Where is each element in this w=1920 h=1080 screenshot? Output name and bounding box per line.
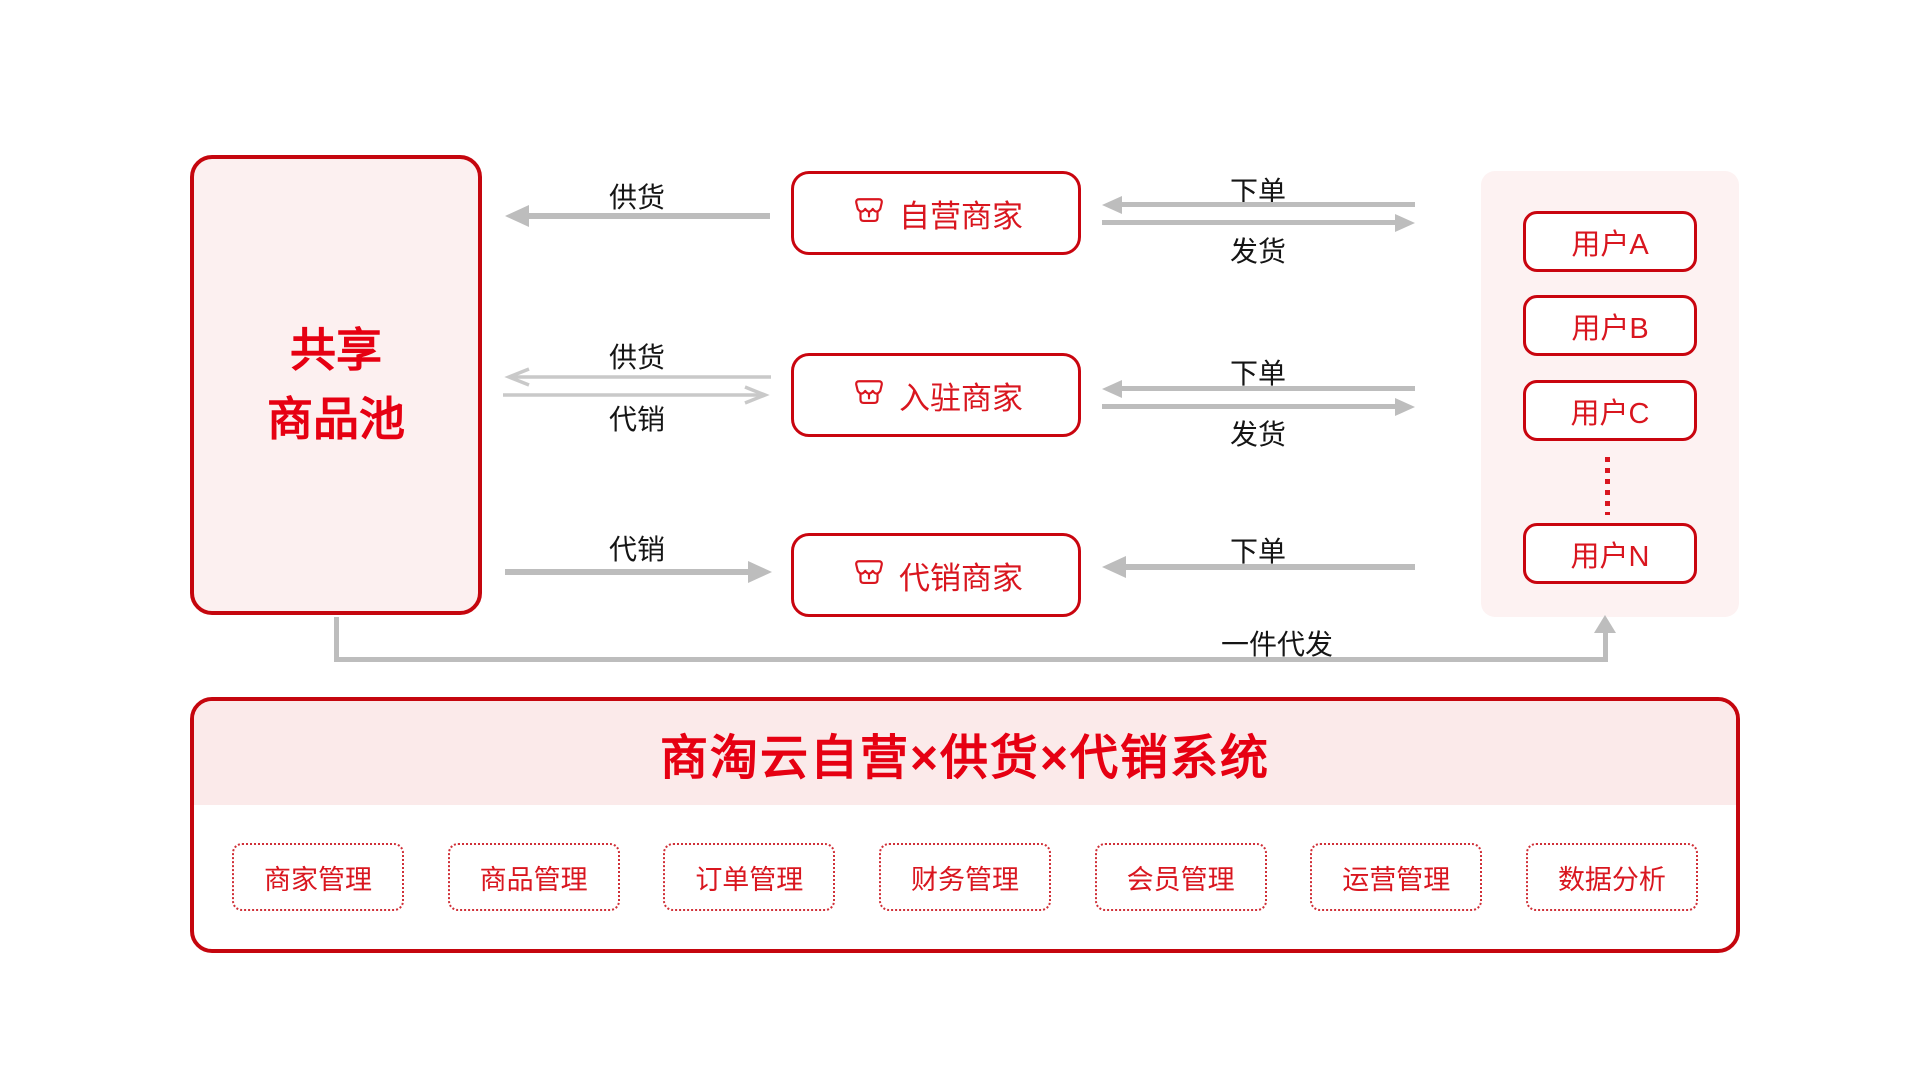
arrow-left-icon <box>1102 556 1126 578</box>
arrow-right-icon <box>1395 397 1415 416</box>
order-label-row2: 下单 <box>1229 358 1287 389</box>
ship-label-row2: 发货 <box>1229 419 1287 450</box>
storefront-icon <box>855 380 883 404</box>
system-header: 商淘云自营×供货×代销系统 <box>194 701 1736 805</box>
order-arrow-row2 <box>1120 386 1415 391</box>
module-label: 运营管理 <box>1342 864 1451 895</box>
order-arrow-row3 <box>1122 564 1415 570</box>
supply-arrow-row1 <box>525 213 770 219</box>
module-box-order-management: 订单管理 <box>663 843 836 911</box>
pool-label-line1: 共享 <box>290 324 382 376</box>
module-box-data-analysis: 数据分析 <box>1525 843 1698 911</box>
supply-label-row2: 供货 <box>608 342 666 373</box>
module-box-product-management: 商品管理 <box>447 843 620 911</box>
module-box-finance-management: 财务管理 <box>878 843 1051 911</box>
system-modules-row: 商家管理 商品管理 订单管理 财务管理 会员管理 运营管理 数据分析 <box>232 805 1698 949</box>
user-label-c: 用户C <box>1570 397 1650 430</box>
module-label: 商品管理 <box>479 864 588 895</box>
order-label-row1: 下单 <box>1229 176 1287 207</box>
supply-label-row1: 供货 <box>608 182 666 213</box>
module-label: 财务管理 <box>910 864 1019 895</box>
arrow-right-icon <box>748 561 772 583</box>
module-label: 数据分析 <box>1557 864 1666 895</box>
ship-arrow-row2 <box>1102 404 1397 409</box>
consign-arrow-row3 <box>505 569 750 575</box>
merchant-label-self-operated: 自营商家 <box>899 198 1023 234</box>
storefront-icon <box>855 198 883 222</box>
storefront-icon <box>855 560 883 584</box>
users-ellipsis-dots <box>1605 457 1610 515</box>
user-label-a: 用户A <box>1571 228 1649 261</box>
arrow-right-icon <box>1395 213 1415 232</box>
order-arrow-row1 <box>1120 202 1415 207</box>
arrow-left-icon <box>1102 379 1122 398</box>
supply-consign-double-arrow <box>503 367 771 405</box>
dropship-label: 一件代发 <box>1220 629 1334 660</box>
ship-arrow-row1 <box>1102 220 1397 225</box>
module-box-member-management: 会员管理 <box>1094 843 1267 911</box>
arrow-left-icon <box>1102 195 1122 214</box>
consign-label-row2: 代销 <box>608 404 666 435</box>
dropship-connector-down <box>334 617 339 662</box>
user-label-n: 用户N <box>1570 540 1650 573</box>
system-box: 商淘云自营×供货×代销系统 商家管理 商品管理 订单管理 财务管理 会员管理 运… <box>190 697 1740 953</box>
pool-label-line2: 商品池 <box>267 393 405 445</box>
merchant-box-consignment: 代销商家 <box>791 533 1081 617</box>
merchant-box-settled: 入驻商家 <box>791 353 1081 437</box>
user-box-b: 用户B <box>1523 295 1697 356</box>
merchant-box-self-operated: 自营商家 <box>791 171 1081 255</box>
user-box-a: 用户A <box>1523 211 1697 272</box>
dropship-connector-horizontal <box>334 657 1608 662</box>
arrow-left-icon <box>505 205 529 227</box>
merchant-label-settled: 入驻商家 <box>899 380 1023 416</box>
user-box-n: 用户N <box>1523 523 1697 584</box>
module-box-operation-management: 运营管理 <box>1310 843 1483 911</box>
arrow-up-icon <box>1594 615 1616 633</box>
user-box-c: 用户C <box>1523 380 1697 441</box>
ship-label-row1: 发货 <box>1229 236 1287 267</box>
shared-product-pool-label: 共享 商品池 <box>267 316 405 454</box>
user-label-b: 用户B <box>1571 312 1649 345</box>
module-box-merchant-management: 商家管理 <box>232 843 404 911</box>
system-title: 商淘云自营×供货×代销系统 <box>659 732 1271 785</box>
module-label: 商家管理 <box>264 864 372 895</box>
module-label: 订单管理 <box>695 864 804 895</box>
shared-product-pool-box: 共享 商品池 <box>190 155 482 615</box>
module-label: 会员管理 <box>1126 864 1235 895</box>
order-label-row3: 下单 <box>1229 536 1287 567</box>
merchant-label-consignment: 代销商家 <box>899 560 1023 596</box>
consign-label-row3: 代销 <box>608 534 666 565</box>
dropship-connector-up <box>1603 633 1608 660</box>
